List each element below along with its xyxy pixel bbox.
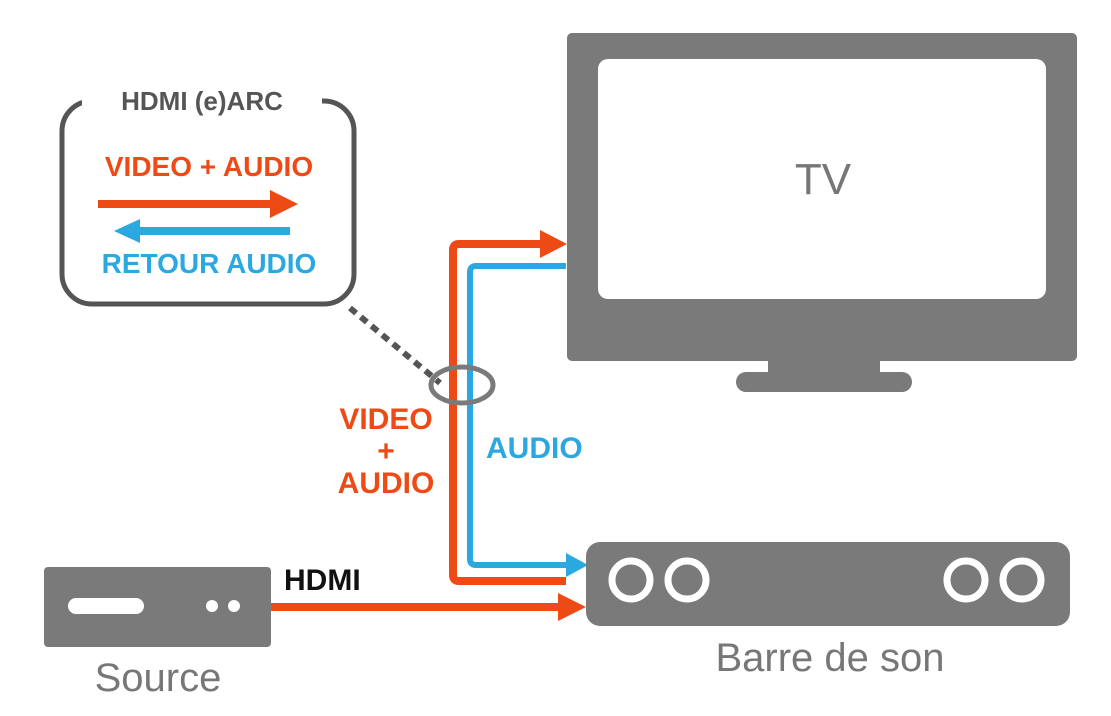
- soundbar-speaker-3-icon: [943, 557, 989, 603]
- hdmi-label: HDMI: [284, 564, 361, 597]
- cable-audio-label: AUDIO: [486, 432, 583, 465]
- soundbar-speaker-1-icon: [608, 557, 654, 603]
- soundbar-body: [586, 542, 1070, 626]
- legend-forward-label: VIDEO + AUDIO: [104, 151, 314, 182]
- source-slot-icon: [68, 598, 144, 614]
- cable-video-audio-label: VIDEO + AUDIO: [318, 404, 454, 500]
- tv-stand-base: [736, 372, 912, 392]
- source-device-body: [44, 567, 271, 647]
- cable-video-label-line3: AUDIO: [337, 467, 435, 500]
- callout-dashed-line: [348, 305, 442, 386]
- legend-title: HDMI (e)ARC: [82, 88, 322, 114]
- source-led-2-icon: [228, 600, 240, 612]
- hdmi-source-arrowhead-icon: [558, 593, 586, 621]
- soundbar-speaker-2-icon: [664, 557, 710, 603]
- cable-video-arrowhead-icon: [540, 230, 567, 258]
- legend-return-arrowhead-icon: [114, 219, 140, 243]
- cable-audio-arrowhead-icon: [566, 553, 588, 577]
- soundbar-label: Barre de son: [715, 636, 945, 680]
- legend-return-label: RETOUR AUDIO: [101, 248, 317, 279]
- tv-screen: [598, 59, 1046, 299]
- soundbar-speaker-4-icon: [999, 557, 1045, 603]
- cable-video-label-line2: +: [377, 435, 395, 468]
- legend-forward-arrowhead-icon: [270, 190, 298, 218]
- cable-audio-return-line: [467, 263, 570, 568]
- cable-video-label-line1: VIDEO: [339, 403, 433, 436]
- cable-ring-marker: [428, 364, 496, 406]
- cable-video-audio-line: [449, 240, 566, 585]
- tv-label: TV: [794, 155, 852, 204]
- source-label: Source: [94, 656, 222, 700]
- source-led-1-icon: [206, 600, 218, 612]
